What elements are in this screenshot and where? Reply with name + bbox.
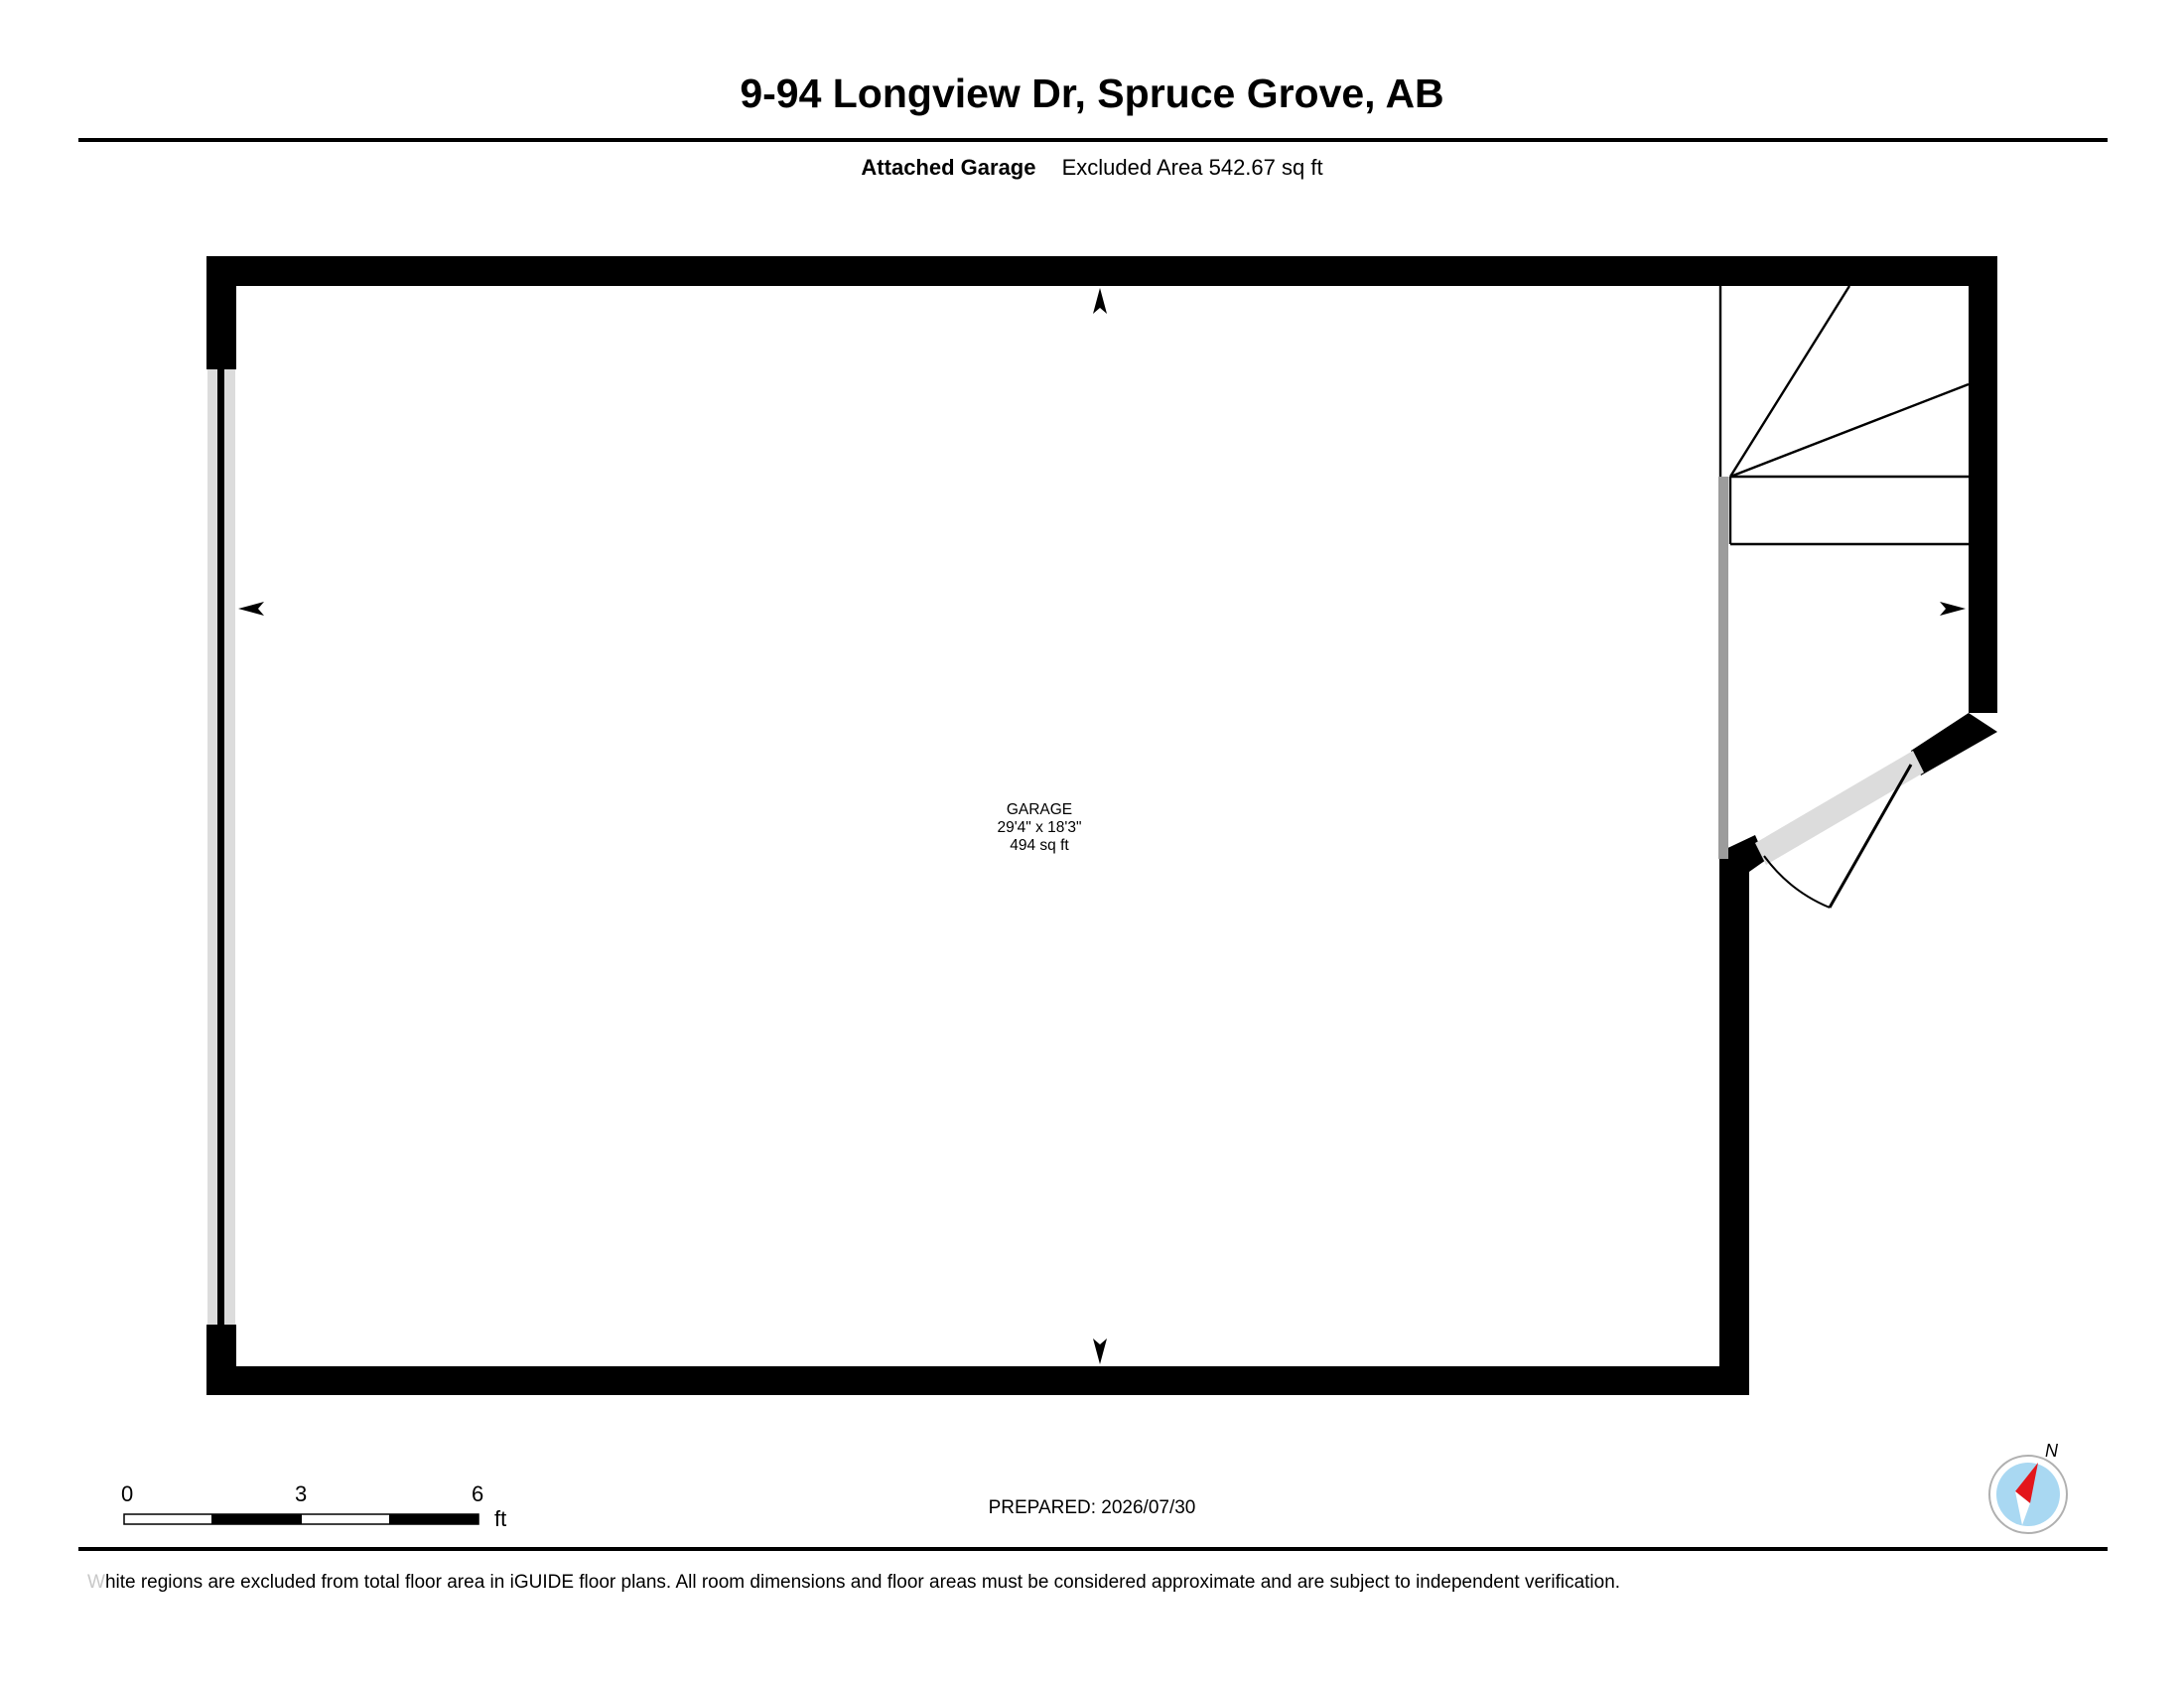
footer-divider <box>78 1547 2108 1551</box>
page-title: 9-94 Longview Dr, Spruce Grove, AB <box>740 70 1444 116</box>
partition-wall <box>1718 477 1728 859</box>
wall-right-upper <box>1969 256 1997 713</box>
scale-tick-6: 6 <box>472 1481 484 1506</box>
entry-door-opening <box>1755 751 1924 865</box>
stairs <box>1718 285 1970 546</box>
disclaimer: White regions are excluded from total fl… <box>87 1573 1620 1592</box>
arrow-left-icon <box>238 602 264 616</box>
wall-left-upper <box>206 256 236 369</box>
wall-angled-upper <box>1911 713 1997 775</box>
title-divider <box>78 138 2108 142</box>
entry-door-leaf <box>1828 764 1913 909</box>
wall-right-lower <box>1719 859 1749 1395</box>
room-name: GARAGE <box>1007 801 1072 818</box>
level-summary: Attached Garage Excluded Area 542.67 sq … <box>0 157 2184 179</box>
compass-icon: N <box>1988 1441 2068 1534</box>
excluded-area: Excluded Area 542.67 sq ft <box>1061 155 1323 180</box>
prepared-date: PREPARED: 2026/07/30 <box>988 1497 1196 1518</box>
scale-tick-0: 0 <box>121 1481 134 1506</box>
wall-top <box>206 256 1997 286</box>
scale-tick-3: 3 <box>295 1481 308 1506</box>
compass-needle-north <box>2015 1463 2038 1503</box>
disclaimer-text: hite regions are excluded from total flo… <box>104 1572 1621 1593</box>
arrow-right-icon <box>1940 602 1966 616</box>
garage-door <box>217 369 224 1325</box>
direction-arrows <box>238 288 1966 1364</box>
room-dimensions: 29'4" x 18'3" <box>997 819 1081 836</box>
wall-angled-lower <box>1719 835 1766 872</box>
arrow-down-icon <box>1093 1338 1107 1364</box>
compass-north-label: N <box>2045 1441 2059 1461</box>
level-label: Attached Garage <box>861 155 1036 180</box>
exterior-walls <box>206 256 1997 1395</box>
scale-unit: ft <box>494 1506 507 1531</box>
door-swing-arc <box>1763 855 1831 909</box>
arrow-up-icon <box>1093 288 1107 314</box>
scale-bar <box>123 1513 479 1525</box>
wall-bottom <box>206 1366 1749 1395</box>
disclaimer-first-letter: W <box>87 1572 105 1593</box>
compass-needle-south <box>2015 1491 2030 1525</box>
room-area: 494 sq ft <box>1010 837 1069 854</box>
